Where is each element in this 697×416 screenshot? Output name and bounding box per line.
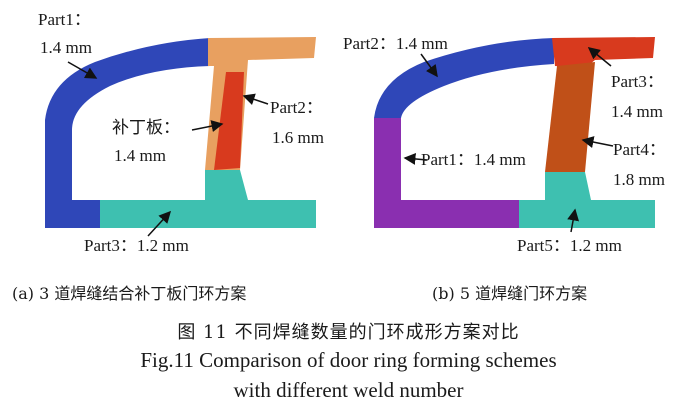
door-ring-a-diagram bbox=[45, 37, 316, 237]
arrow-part2-b bbox=[420, 53, 438, 78]
part1-region bbox=[45, 38, 210, 228]
door-ring-b-diagram bbox=[374, 37, 655, 233]
label-part1-b: Part1：1.4 mm bbox=[421, 150, 526, 169]
label-patch: 补丁板： bbox=[112, 118, 180, 137]
panel-b-figure: Part2：1.4 mm Part3： 1.4 mm Part1：1.4 mm … bbox=[343, 0, 697, 300]
part2-region bbox=[214, 72, 244, 170]
subcaption-b: (b) 5 道焊缝门环方案 bbox=[432, 284, 588, 303]
figure-caption-chinese: 图 11 不同焊缝数量的门环成形方案对比 bbox=[177, 322, 520, 343]
part5-region-b bbox=[519, 172, 655, 228]
arrow-part3-b bbox=[587, 47, 612, 67]
arrow-part1 bbox=[67, 61, 98, 79]
label-part4-b: Part4： bbox=[613, 140, 666, 159]
arrow-part4-b bbox=[581, 136, 614, 148]
label-part3-b-thickness: 1.4 mm bbox=[611, 102, 663, 121]
label-part2-b: Part2：1.4 mm bbox=[343, 34, 448, 53]
part3-region bbox=[100, 170, 316, 228]
part2-region-b bbox=[374, 38, 554, 118]
figure-caption-english-line2: with different weld number bbox=[233, 378, 464, 402]
subcaption-a: (a) 3 道焊缝结合补丁板门环方案 bbox=[12, 284, 247, 303]
label-part2-thickness: 1.6 mm bbox=[272, 128, 324, 147]
figure-caption-english-line1: Fig.11 Comparison of door ring forming s… bbox=[140, 348, 557, 372]
label-part1: Part1： bbox=[38, 10, 91, 29]
label-part3: Part3：1.2 mm bbox=[84, 236, 189, 255]
arrow-part1-b bbox=[403, 152, 428, 165]
label-patch-thickness: 1.4 mm bbox=[114, 146, 166, 165]
label-part3-b: Part3： bbox=[611, 72, 664, 91]
arrow-part2 bbox=[242, 93, 269, 106]
label-part5-b: Part5：1.2 mm bbox=[517, 236, 622, 255]
panel-a-figure: Part1： 1.4 mm 补丁板： 1.4 mm Part2： 1.6 mm … bbox=[0, 0, 348, 300]
label-part4-b-thickness: 1.8 mm bbox=[613, 170, 665, 189]
label-part1-thickness: 1.4 mm bbox=[40, 38, 92, 57]
label-part2: Part2： bbox=[270, 98, 323, 117]
arrow-patch bbox=[191, 120, 224, 132]
arrow-part3 bbox=[147, 210, 172, 237]
part1-region-b bbox=[374, 118, 519, 228]
part3-region-b bbox=[552, 37, 655, 68]
arrow-part5-b bbox=[567, 208, 580, 233]
part4-region-b bbox=[545, 62, 595, 172]
